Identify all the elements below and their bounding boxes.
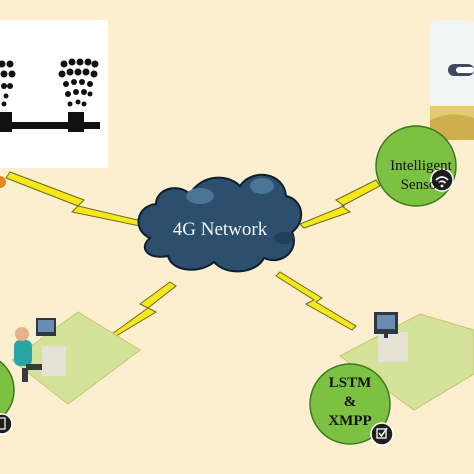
model-label-line1: LSTM <box>328 375 372 391</box>
sensor-node <box>375 125 457 207</box>
sprinkler-icon <box>0 58 100 132</box>
wifi-icon <box>430 168 454 192</box>
sensor-photo <box>430 20 474 140</box>
model-platform <box>339 312 474 411</box>
left-partial-node <box>0 360 15 435</box>
sensor-label-line1: Intelligent <box>390 158 452 174</box>
tablet-icon <box>0 413 13 435</box>
sensor-node-label: Intelligent Sensor <box>377 157 465 195</box>
network-cloud <box>137 173 302 273</box>
sprinkler-badge <box>0 176 6 188</box>
model-label-line2: & <box>343 394 357 410</box>
farmer-icon <box>14 327 48 382</box>
lightning-link-sensor <box>299 179 381 229</box>
monitor-icon <box>374 312 408 362</box>
computer-icon <box>36 318 66 376</box>
model-node-label: LSTM & XMPP <box>320 374 380 431</box>
sprinkler-panel <box>0 20 108 188</box>
farmer-platform <box>11 311 141 405</box>
network-label: 4G Network <box>172 219 268 240</box>
lightning-link-farmer <box>111 281 177 337</box>
lightning-links <box>5 171 381 337</box>
model-label-line3: XMPP <box>328 413 372 429</box>
lightning-link-sprinkler <box>5 171 148 227</box>
model-node <box>309 363 394 446</box>
lightning-link-model <box>275 271 357 331</box>
sensor-label-line2: Sensor <box>400 177 442 193</box>
